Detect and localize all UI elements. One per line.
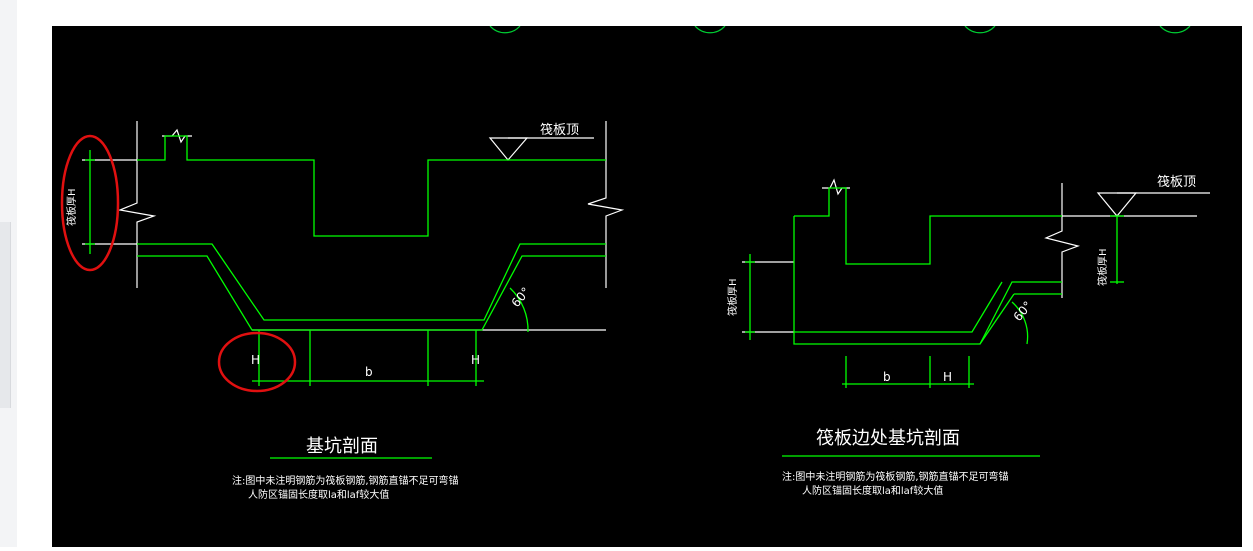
right-title: 筏板边处基坑剖面 — [816, 428, 960, 449]
left-title: 基坑剖面 — [306, 436, 378, 457]
left-dim-h: H — [251, 353, 260, 367]
cad-drawing-canvas: 筏板顶 筏板厚H 60° H b H 基坑剖面 注:图中未注明钢筋为筏板钢筋,钢… — [52, 25, 1242, 547]
highlight-circle-thickness — [60, 134, 120, 272]
left-note-line1: 注:图中未注明钢筋为筏板钢筋,钢筋直锚不足可弯锚 — [232, 474, 459, 487]
right-white-lines — [742, 178, 1210, 333]
left-green-lines — [85, 135, 606, 459]
cad-drawing: 筏板顶 筏板厚H 60° H b H 基坑剖面 注:图中未注明钢筋为筏板钢筋,钢… — [60, 25, 1210, 501]
left-dim-h-right: H — [471, 353, 480, 367]
right-angle-label: 60° — [1011, 299, 1035, 324]
left-section: 筏板顶 筏板厚H 60° H b H 基坑剖面 注:图中未注明钢筋为筏板钢筋,钢… — [60, 121, 625, 501]
right-dim-h: H — [943, 370, 952, 384]
right-note-line2: 人防区锚固长度取la和laf较大值 — [802, 484, 943, 497]
left-note-line2: 人防区锚固长度取la和laf较大值 — [248, 488, 389, 501]
right-dim-b: b — [883, 370, 891, 384]
left-thickness-label: 筏板厚H — [65, 188, 78, 226]
right-thickness-label: 筏板厚H — [1096, 248, 1109, 286]
right-left-thickness-label: 筏板厚H — [726, 278, 739, 316]
right-note-line1: 注:图中未注明钢筋为筏板钢筋,钢筋直锚不足可弯锚 — [782, 470, 1009, 483]
left-angle-label: 60° — [509, 285, 533, 310]
right-green-lines — [745, 187, 1124, 457]
right-top-label: 筏板顶 — [1157, 174, 1196, 190]
left-dim-b: b — [365, 365, 373, 379]
right-section: 筏板顶 筏板厚H 筏板厚H 60° b H 筏板边处基坑剖面 注:图中未注明钢筋… — [726, 174, 1210, 497]
grid-bubbles — [489, 25, 1191, 34]
left-panel-tab[interactable] — [0, 222, 11, 408]
highlight-circle-h — [217, 331, 297, 393]
left-top-label: 筏板顶 — [540, 122, 579, 138]
left-white-lines — [82, 121, 625, 331]
